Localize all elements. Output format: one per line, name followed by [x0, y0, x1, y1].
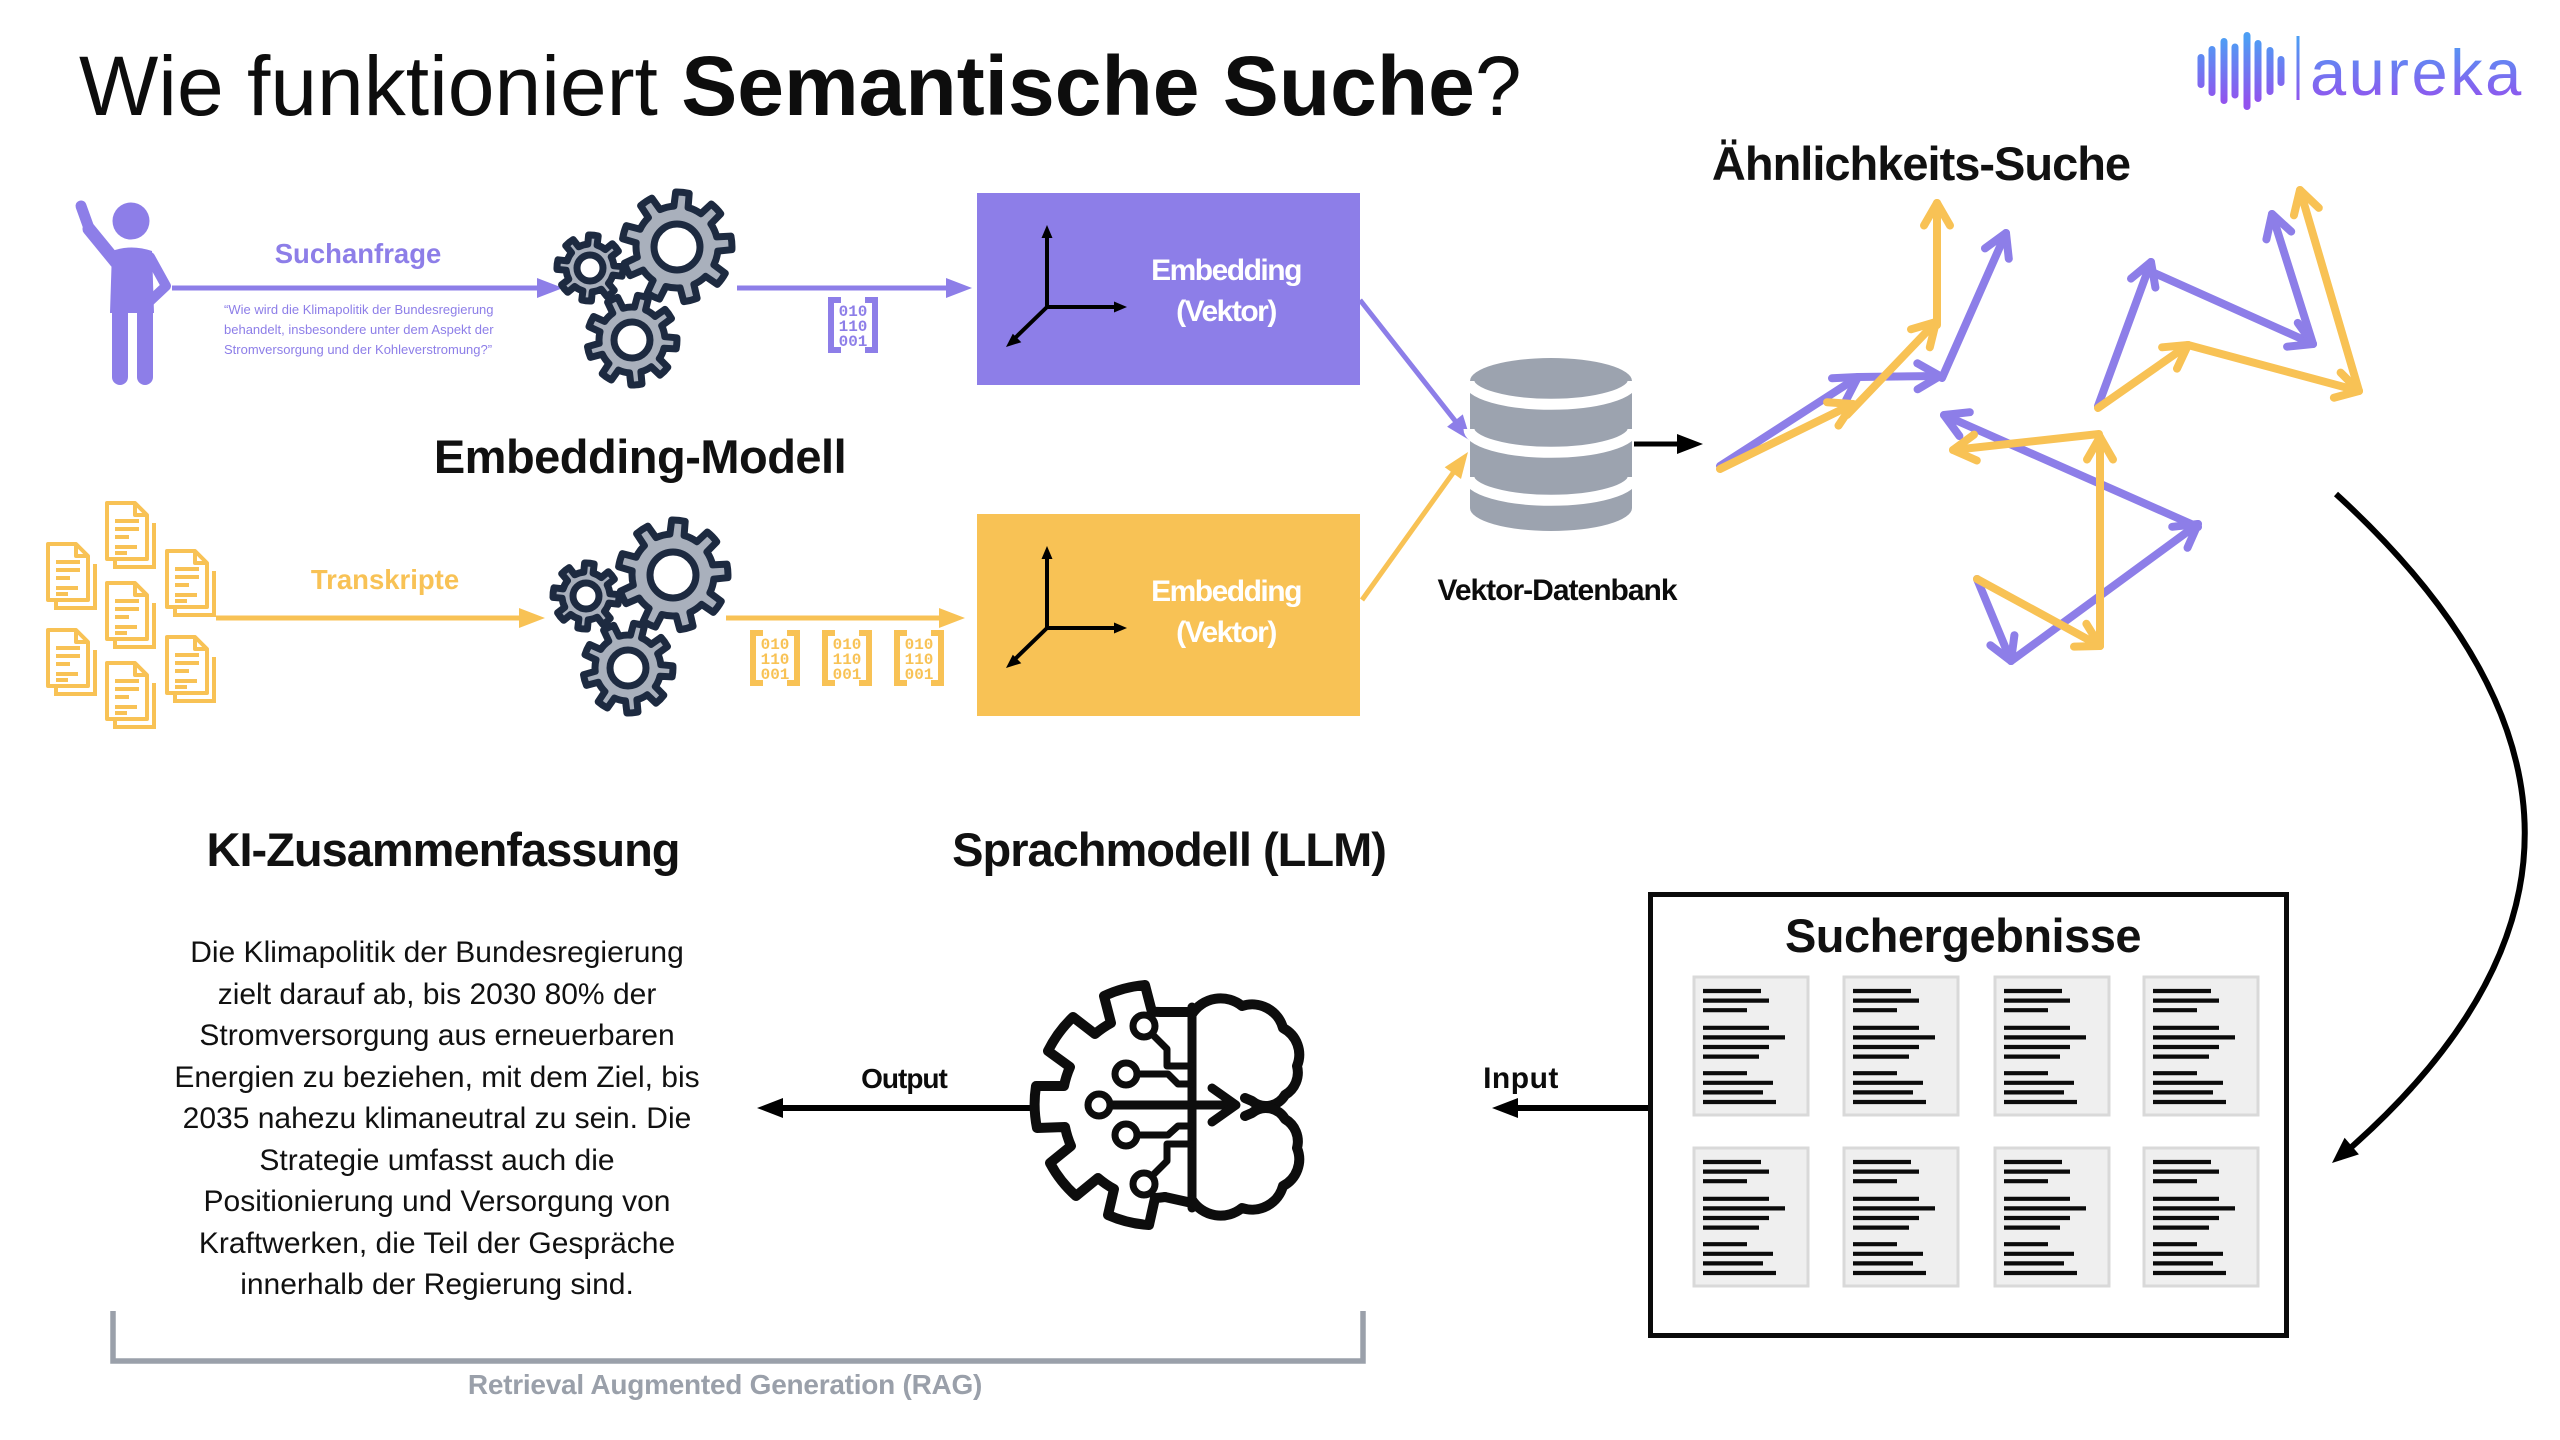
svg-text:010: 010: [11, 6, 40, 24]
svg-text:001: 001: [11, 36, 40, 54]
svg-text:110: 110: [11, 21, 40, 39]
svg-text:aureka: aureka: [2310, 36, 2524, 109]
